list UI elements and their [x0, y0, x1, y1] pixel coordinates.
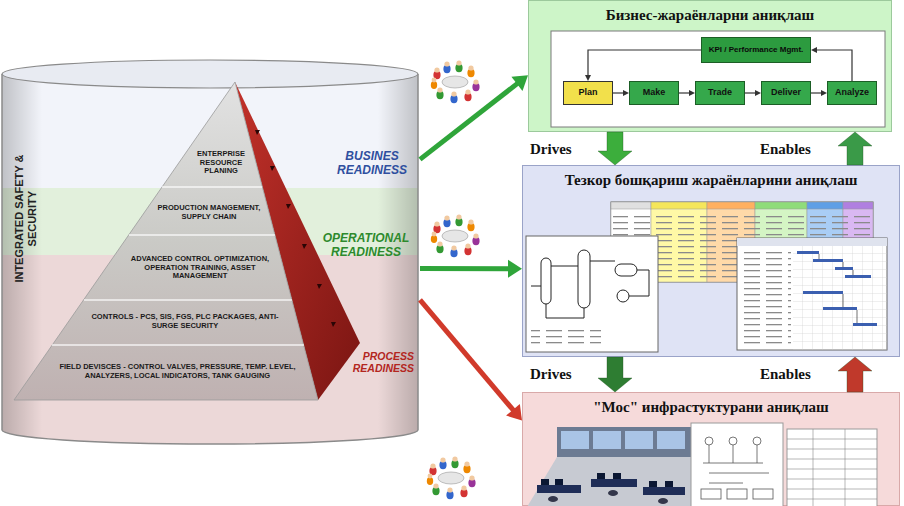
arrow-head: [508, 260, 522, 278]
panel-title: "Мос" инфрастуктурани аниқлаш: [523, 398, 899, 416]
arrow-head: [506, 404, 522, 421]
flow-arrow: [613, 90, 629, 96]
enables-arrow: [838, 132, 872, 165]
connector-line: [420, 266, 511, 271]
connector-line: [811, 92, 822, 93]
layer-label: FIELD DEVISCES - CONTROL VALVES, PRESSUR…: [52, 363, 303, 380]
readiness-label: PROCESS READINESS: [346, 350, 414, 374]
process-box: Plan: [563, 81, 613, 105]
connector-line: [613, 92, 624, 93]
operations-illustration: [523, 166, 901, 358]
feedback-line: [811, 47, 852, 81]
label-holder: PROCESS READINESS: [346, 350, 414, 374]
process-box: Trade: [695, 81, 745, 105]
arrow-head: [821, 90, 827, 96]
process-box: Deliver: [761, 81, 811, 105]
pyramid-layer: ADVANCED CONTROL OPTIMIZATION, OPERATION…: [122, 240, 278, 296]
readiness-arrow: [420, 260, 522, 278]
people-group-icon: [427, 456, 476, 499]
box-label: KPI / Performance Mgmt.: [709, 46, 804, 55]
edge-label-holder: Enables: [760, 140, 811, 158]
vertical-caption: INTEGRATED SAFETY & SECURITY: [13, 144, 38, 294]
drives-arrow: [598, 132, 632, 165]
readiness-arrow: [420, 300, 522, 421]
arrow-head: [755, 90, 761, 96]
kpi-box: KPI / Performance Mgmt.: [701, 37, 811, 63]
edge-label-holder: Enables: [760, 365, 811, 383]
box-label: Trade: [708, 88, 732, 98]
connector-line: [420, 82, 519, 159]
people-group-icon: [431, 60, 480, 103]
readiness-label: BUSINES READINESS: [330, 150, 414, 178]
readiness-label: OPERATIONAL READINESS: [318, 232, 414, 260]
connector-line: [745, 92, 756, 93]
pyramid-layer: FIELD DEVISCES - CONTROL VALVES, PRESSUR…: [52, 348, 303, 396]
arrow-head: [623, 90, 629, 96]
panel-title: Бизнес-жараёнларни аниқлаш: [529, 6, 891, 24]
box-label: Make: [643, 88, 666, 98]
people-group-icon: [431, 214, 480, 257]
box-label: Deliver: [771, 88, 801, 98]
edge-label: Enables: [760, 365, 811, 383]
box-label: Plan: [578, 88, 597, 98]
arrow-head: [811, 47, 817, 53]
business-panel: Бизнес-жараёнларни аниқлашKPI / Performa…: [528, 0, 892, 132]
connector-line: [679, 92, 690, 93]
connector-line: [588, 50, 701, 76]
infrastructure-panel: "Мос" инфрастуктурани аниқлаш: [522, 392, 900, 506]
arrow-head: [585, 75, 591, 81]
layer-label: ENTERPRISE RESOURCE PLANING: [187, 150, 255, 176]
label-holder: OPERATIONAL READINESS: [318, 232, 414, 260]
arrow-head: [511, 75, 528, 91]
layer-label: ADVANCED CONTROL OPTIMIZATION, OPERATION…: [122, 255, 278, 281]
process-box: Make: [629, 81, 679, 105]
flow-arrow: [745, 90, 761, 96]
edge-label: Enables: [760, 140, 811, 158]
feedback-line: [585, 50, 701, 81]
drives-arrow: [598, 357, 632, 392]
flow-arrow: [811, 90, 827, 96]
block-arrow-shape: [598, 357, 632, 392]
process-box: Analyze: [827, 81, 877, 105]
edge-label: Drives: [530, 365, 572, 383]
layer-label: PRODUCTION MANGEMENT, SUPPLY CHAIN: [152, 204, 266, 221]
block-arrow-shape: [598, 132, 632, 165]
readiness-arrow: [420, 75, 528, 159]
arrow-head: [689, 90, 695, 96]
label-holder: BUSINES READINESS: [330, 150, 414, 178]
panel-title: Тезкор бошқариш жараёнларини аниқлаш: [523, 171, 899, 189]
block-arrow-shape: [838, 132, 872, 165]
connector-line: [420, 300, 515, 412]
pyramid-layer: CONTROLS - PCS, SIS, FGS, PLC PACKAGES, …: [82, 304, 288, 340]
box-label: Analyze: [835, 88, 869, 98]
pyramid-layer: ENTERPRISE RESOURCE PLANING: [187, 144, 255, 182]
enables-arrow: [838, 357, 872, 392]
layer-label: CONTROLS - PCS, SIS, FGS, PLC PACKAGES, …: [82, 313, 288, 330]
flow-arrow: [679, 90, 695, 96]
pyramid-layer: PRODUCTION MANGEMENT, SUPPLY CHAIN: [152, 196, 266, 230]
edge-label: Drives: [530, 140, 572, 158]
edge-label-holder: Drives: [530, 365, 572, 383]
edge-label-holder: Drives: [530, 140, 572, 158]
block-arrow-shape: [838, 357, 872, 392]
operations-panel: Тезкор бошқариш жараёнларини аниқлаш: [522, 165, 900, 357]
connector-line: [816, 50, 852, 81]
